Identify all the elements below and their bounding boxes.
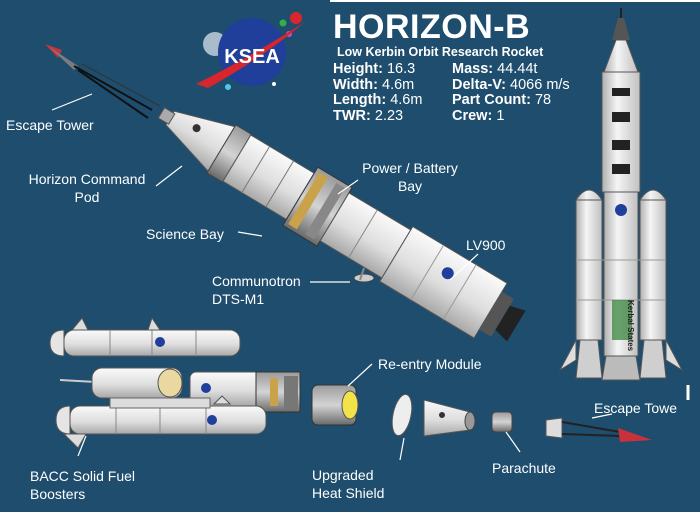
- stat-label: Height:: [333, 61, 383, 77]
- stat-label: Length:: [333, 92, 387, 108]
- label-line: Pod: [74, 189, 100, 205]
- heat-shield-art: [391, 393, 413, 437]
- parachute-art: [491, 411, 513, 433]
- page-title: HORIZON-B: [333, 8, 531, 46]
- label-line: Communotron: [212, 273, 301, 289]
- exploded-boosters: [49, 316, 301, 449]
- logo-text: KSEA: [224, 46, 280, 68]
- main-rocket: [45, 44, 526, 342]
- label-line: BACC Solid Fuel: [30, 468, 136, 484]
- reentry-module-art: [311, 384, 359, 426]
- label-line: Boosters: [30, 486, 86, 502]
- stat-height: Height: 16.3: [333, 61, 422, 78]
- stat-value: 2.23: [374, 107, 404, 124]
- stat-label: Crew:: [452, 107, 493, 124]
- label-parachute: Parachute: [492, 460, 556, 476]
- side-rocket-text: Kerbal States: [626, 300, 635, 352]
- stat-value: 1: [496, 107, 505, 124]
- stat-mass: Mass: 44.44t: [452, 61, 570, 78]
- stat-value: 16.3: [386, 61, 416, 77]
- label-lv900: LV900: [466, 237, 506, 253]
- stats-left: Height: 16.3 Width: 4.6m Length: 4.6m TW…: [333, 61, 423, 125]
- stat-twr: TWR: 2.23: [333, 107, 422, 125]
- label-command-pod: Horizon Command Pod: [24, 170, 150, 206]
- label-line: Heat Shield: [312, 485, 385, 501]
- stat-value: 4.6m: [382, 76, 415, 93]
- stat-value: 44.44t: [497, 61, 538, 77]
- label-line: Horizon Command: [28, 171, 146, 187]
- stat-width: Width: 4.6m: [333, 76, 422, 94]
- stat-label: Delta-V:: [452, 76, 506, 93]
- label-reentry-module: Re-entry Module: [378, 356, 482, 372]
- stat-delta-v: Delta-V: 4066 m/s: [452, 76, 570, 94]
- label-line: Power / Battery: [362, 160, 458, 176]
- leader-lines: [51, 93, 613, 461]
- stat-label: Part Count:: [452, 92, 531, 108]
- label-line: Upgraded: [312, 467, 374, 483]
- stat-label: Mass:: [452, 61, 494, 77]
- side-rocket: Kerbal States: [558, 8, 684, 381]
- label-power-bay: Power / Battery Bay: [358, 159, 462, 195]
- stat-label: TWR:: [333, 107, 371, 124]
- stat-length: Length: 4.6m: [333, 92, 423, 109]
- label-line: DTS-M1: [212, 291, 265, 307]
- label-line: Bay: [397, 178, 423, 194]
- label-escape-tower-bottom: Escape Towe: [594, 400, 678, 416]
- capsule-art: [423, 399, 476, 437]
- label-science-bay: Science Bay: [146, 226, 224, 242]
- label-escape-tower-top: Escape Tower: [6, 117, 94, 133]
- escape-tower-top: [45, 44, 161, 119]
- stat-value: 78: [534, 92, 552, 108]
- stat-value: 4066 m/s: [510, 76, 570, 93]
- label-communotron: Communotron DTS-M1: [212, 272, 301, 308]
- page-subtitle: Low Kerbin Orbit Research Rocket: [337, 45, 544, 59]
- label-heat-shield: Upgraded Heat Shield: [312, 466, 384, 502]
- stat-crew: Crew: 1: [452, 107, 570, 125]
- label-boosters: BACC Solid Fuel Boosters: [30, 467, 135, 503]
- stat-label: Width:: [333, 76, 378, 93]
- escape-tower-bottom-art: [545, 417, 652, 442]
- stat-value: 4.6m: [390, 92, 423, 108]
- ksea-logo: KSEA: [196, 12, 305, 90]
- stats-right: Mass: 44.44t Delta-V: 4066 m/s Part Coun…: [452, 61, 570, 125]
- stat-part-count: Part Count: 78: [452, 92, 570, 109]
